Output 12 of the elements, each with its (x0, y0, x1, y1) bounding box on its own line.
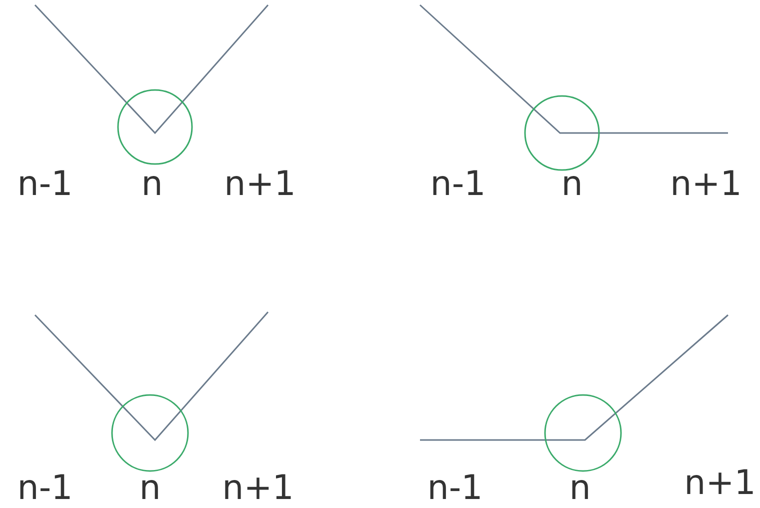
index-label: n+1 (670, 167, 742, 201)
index-label: n (569, 471, 591, 505)
index-label: n-1 (17, 167, 73, 201)
index-label: n+1 (222, 471, 294, 505)
index-label: n (561, 167, 583, 201)
index-label: n (141, 167, 163, 201)
index-label: n-1 (427, 471, 483, 505)
index-label: n-1 (17, 471, 73, 505)
index-label: n (139, 471, 161, 505)
index-label: n+1 (224, 167, 296, 201)
index-label: n+1 (684, 466, 756, 500)
index-label: n-1 (430, 167, 486, 201)
